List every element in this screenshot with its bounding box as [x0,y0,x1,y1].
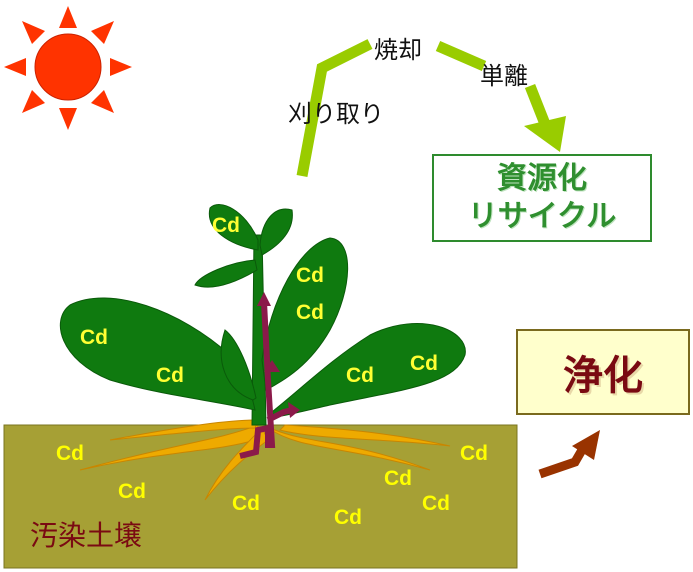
plant [60,204,466,426]
cd-label-leaf-left-2: Cd [156,364,184,387]
soil-layer [3,424,518,569]
harvest-label: 刈り取り [288,100,384,128]
isolation-label: 単離 [480,62,528,90]
resource-recycle-box: 資源化 リサイクル [432,154,652,242]
purification-box: 浄化 [516,329,690,415]
cadmium-uptake-arrowheads [257,292,300,418]
cd-label-soil-1: Cd [56,442,84,465]
recycle-title-line2: リサイクル [467,199,617,234]
cd-label-leaf-right-2: Cd [296,301,324,324]
cd-label-soil-7: Cd [460,442,488,465]
cd-label-leaf-top: Cd [212,214,240,237]
leaf-big-lower-right [267,323,466,419]
cd-label-soil-3: Cd [232,492,260,515]
cd-label-soil-4: Cd [334,506,362,529]
cd-label-leaf-right-1: Cd [296,264,324,287]
plant-roots [79,419,451,501]
cd-label-soil-6: Cd [422,492,450,515]
cd-label-leaf-lower-right-2: Cd [410,352,438,375]
purification-arrow [538,430,600,479]
leaf-big-right [261,237,349,391]
leaf-lower-left [220,329,257,401]
cd-label-leaf-lower-right-1: Cd [346,364,374,387]
leaf-top-right [259,208,293,256]
cd-label-soil-2: Cd [118,480,146,503]
incineration-label: 焼却 [374,36,422,64]
purification-label: 浄化 [563,353,643,399]
plant-stem [251,234,267,426]
leaf-upper-left [194,259,258,288]
cd-label-soil-5: Cd [384,467,412,490]
contaminated-soil-label: 汚染土壌 [30,519,143,552]
leaf-top-left [208,204,259,251]
recycle-title-line1: 資源化 [497,161,587,196]
cd-label-leaf-left-1: Cd [80,326,108,349]
process-cycle-arrow [296,39,566,178]
sun-icon [4,6,132,130]
